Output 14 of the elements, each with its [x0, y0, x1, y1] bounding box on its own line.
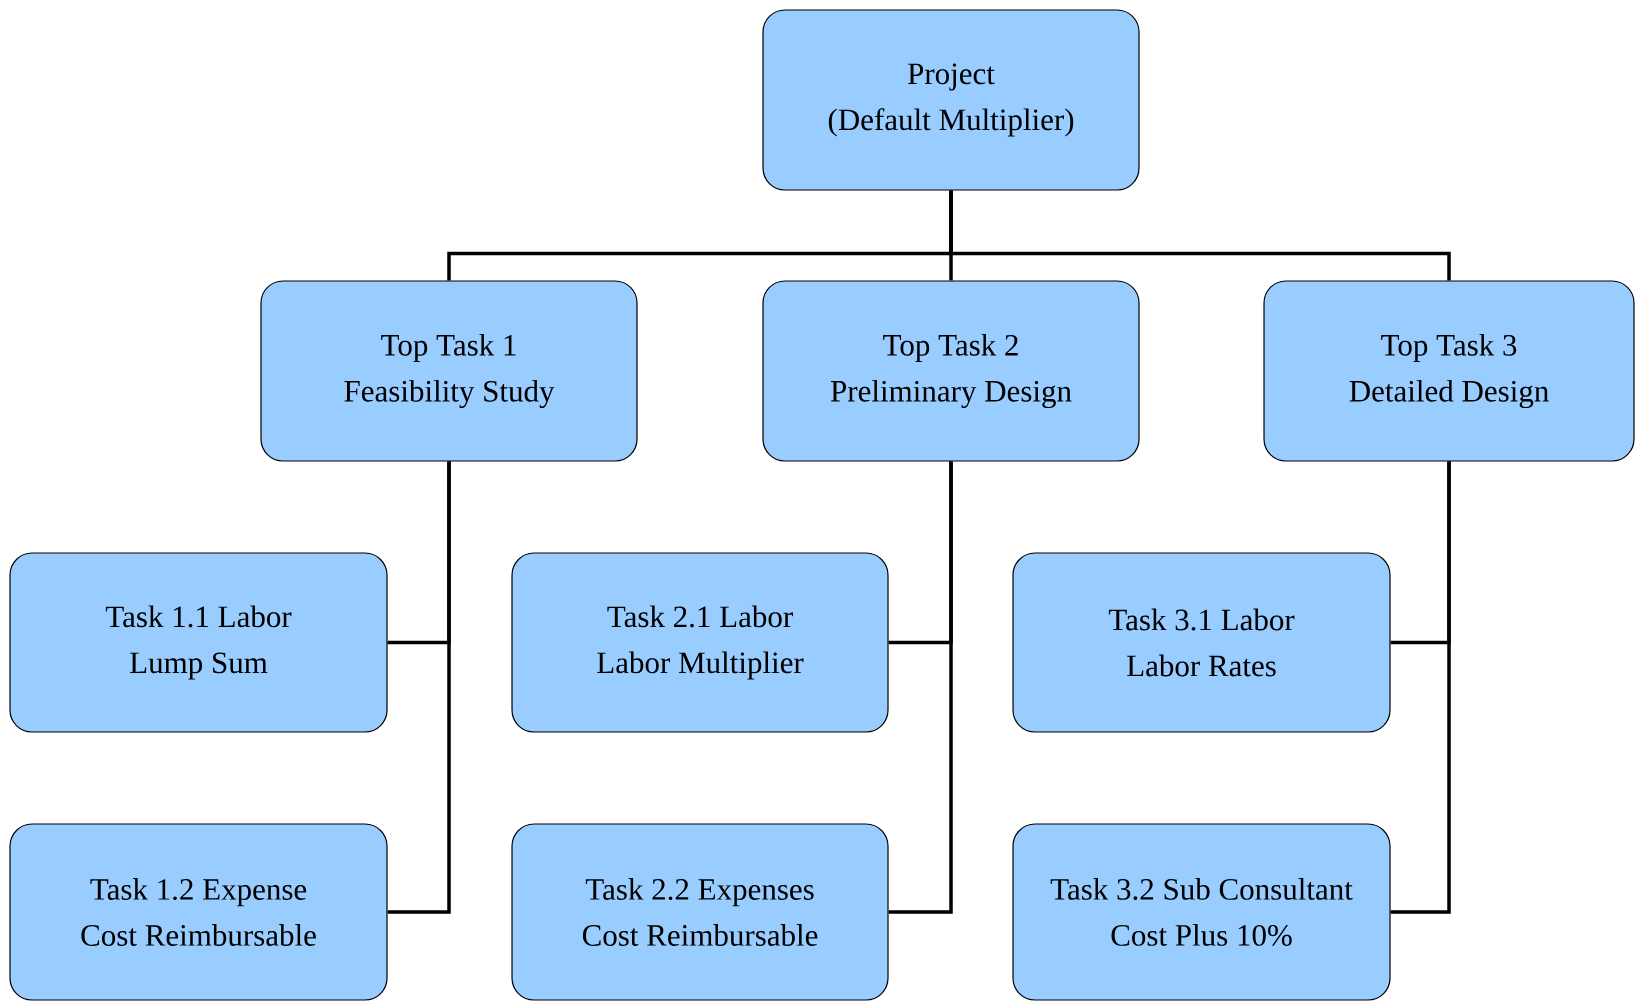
connector-line	[949, 190, 1451, 281]
connector-line	[888, 461, 953, 914]
task-box: Task 2.1 Labor Labor Multiplier	[511, 552, 889, 733]
connector-line	[1390, 461, 1451, 914]
task-box: Project (Default Multiplier)	[762, 9, 1140, 191]
task-box: Task 3.2 Sub Consultant Cost Plus 10%	[1012, 823, 1391, 1001]
task-box: Top Task 2 Preliminary Design	[762, 280, 1140, 462]
task-box: Task 1.2 Expense Cost Reimbursable	[9, 823, 388, 1001]
connector-line	[387, 461, 451, 914]
task-box: Top Task 1 Feasibility Study	[260, 280, 638, 462]
task-box: Task 1.1 Labor Lump Sum	[9, 552, 388, 733]
task-box: Task 2.2 Expenses Cost Reimbursable	[511, 823, 889, 1001]
task-box: Task 3.1 Labor Labor Rates	[1012, 552, 1391, 733]
task-box: Top Task 3 Detailed Design	[1263, 280, 1635, 462]
